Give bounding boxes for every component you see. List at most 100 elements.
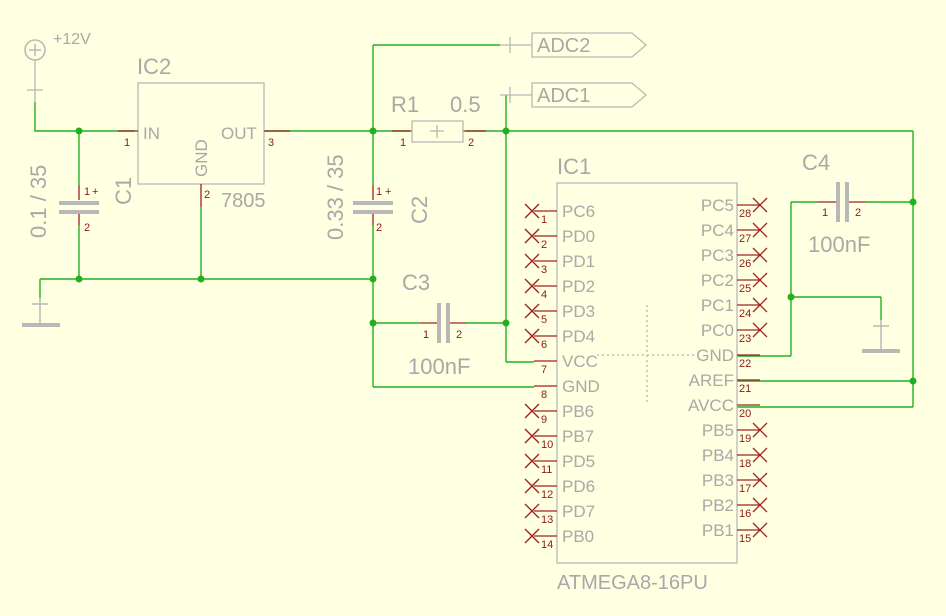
supply-12v[interactable]: +12V bbox=[24, 31, 91, 102]
pin-number: 2 bbox=[541, 239, 547, 251]
no-connect-icon bbox=[752, 197, 768, 213]
svg-text:IN: IN bbox=[143, 124, 160, 143]
ic1-pin-vcc-7[interactable]: 7 VCC bbox=[534, 352, 598, 376]
no-connect-icon bbox=[524, 228, 540, 244]
pin-number: 23 bbox=[739, 333, 751, 345]
ground-symbol-left[interactable] bbox=[22, 298, 60, 327]
pin-name: PB2 bbox=[702, 496, 734, 515]
ground-symbol-right[interactable] bbox=[862, 320, 900, 353]
pin-number: 1 bbox=[541, 214, 547, 226]
ic1-pin-pc0-23[interactable]: 23 PC0 bbox=[701, 321, 768, 345]
ic1-value: ATMEGA8-16PU bbox=[557, 572, 708, 594]
pin-number: 7 bbox=[541, 364, 547, 376]
no-connect-icon bbox=[524, 453, 540, 469]
ic1-name: IC1 bbox=[557, 154, 591, 179]
pin-name: PC5 bbox=[701, 196, 734, 215]
no-connect-icon bbox=[524, 203, 540, 219]
no-connect-icon bbox=[752, 272, 768, 288]
capacitor-c3[interactable]: C3 100nF 1 2 bbox=[402, 270, 470, 379]
pin-number: 19 bbox=[739, 433, 751, 445]
regulator-ic2[interactable]: IC2 7805 IN OUT GND 1 3 2 bbox=[118, 54, 290, 212]
pin-name: PC0 bbox=[701, 321, 734, 340]
svg-text:GND: GND bbox=[192, 139, 211, 177]
pin-name: GND bbox=[562, 377, 600, 396]
pin-number: 27 bbox=[739, 233, 751, 245]
capacitor-c2[interactable]: 1 2 + C2 0.33 / 35 bbox=[323, 154, 432, 240]
r1-name: R1 bbox=[391, 92, 419, 117]
pin-name: GND bbox=[696, 346, 734, 365]
pin-number: 5 bbox=[541, 314, 547, 326]
pin-name: PD7 bbox=[562, 502, 595, 521]
pin-name: PB4 bbox=[702, 446, 734, 465]
pin-number: 15 bbox=[739, 533, 751, 545]
pin-number: 8 bbox=[541, 389, 547, 401]
pin-name: PD1 bbox=[562, 252, 595, 271]
no-connect-icon bbox=[752, 497, 768, 513]
ic1-pin-aref-21[interactable]: 21 AREF bbox=[689, 371, 760, 395]
svg-text:ADC1: ADC1 bbox=[537, 85, 590, 107]
pin-name: PC1 bbox=[701, 296, 734, 315]
pin-name: PD4 bbox=[562, 327, 595, 346]
pin-name: PD5 bbox=[562, 452, 595, 471]
ic2-name: IC2 bbox=[137, 54, 171, 79]
pin-name: AVCC bbox=[688, 396, 734, 415]
no-connect-icon bbox=[524, 278, 540, 294]
pin-name: PB6 bbox=[562, 402, 594, 421]
ic1-pin-pb2-16[interactable]: 16 PB2 bbox=[702, 496, 768, 520]
pin-name: PC3 bbox=[701, 246, 734, 265]
pin-name: AREF bbox=[689, 371, 734, 390]
pin-name: PB0 bbox=[562, 527, 594, 546]
capacitor-c4[interactable]: C4 100nF 1 2 bbox=[802, 150, 870, 257]
no-connect-icon bbox=[524, 253, 540, 269]
ic1-pin-pd3-5[interactable]: 5 PD3 bbox=[524, 302, 595, 326]
capacitor-c1[interactable]: 1 2 + C1 0.1 / 35 bbox=[26, 165, 136, 238]
pin-number: 16 bbox=[739, 508, 751, 520]
pin-number: 12 bbox=[541, 489, 553, 501]
ic1-pin-gnd-8[interactable]: 8 GND bbox=[534, 377, 600, 401]
net-label-adc1[interactable]: ADC1 bbox=[500, 82, 647, 108]
svg-text:1: 1 bbox=[400, 137, 406, 149]
no-connect-icon bbox=[524, 303, 540, 319]
ic1-pin-avcc-20[interactable]: 20 AVCC bbox=[688, 396, 760, 420]
svg-text:1: 1 bbox=[84, 186, 90, 198]
c3-name: C3 bbox=[402, 270, 430, 295]
ic1-pin-pb5-19[interactable]: 19 PB5 bbox=[702, 421, 768, 445]
pin-name: PB5 bbox=[702, 421, 734, 440]
pin-number: 10 bbox=[541, 439, 553, 451]
pin-name: VCC bbox=[562, 352, 598, 371]
pin-number: 20 bbox=[739, 408, 751, 420]
resistor-r1[interactable]: R1 0.5 1 2 bbox=[391, 92, 486, 149]
no-connect-icon bbox=[524, 403, 540, 419]
net-label-adc2[interactable]: ADC2 bbox=[500, 32, 647, 58]
no-connect-icon bbox=[524, 328, 540, 344]
pin-name: PD3 bbox=[562, 302, 595, 321]
pin-number: 21 bbox=[739, 383, 751, 395]
pin-name: PC2 bbox=[701, 271, 734, 290]
svg-text:2: 2 bbox=[84, 222, 90, 234]
no-connect-icon bbox=[752, 297, 768, 313]
